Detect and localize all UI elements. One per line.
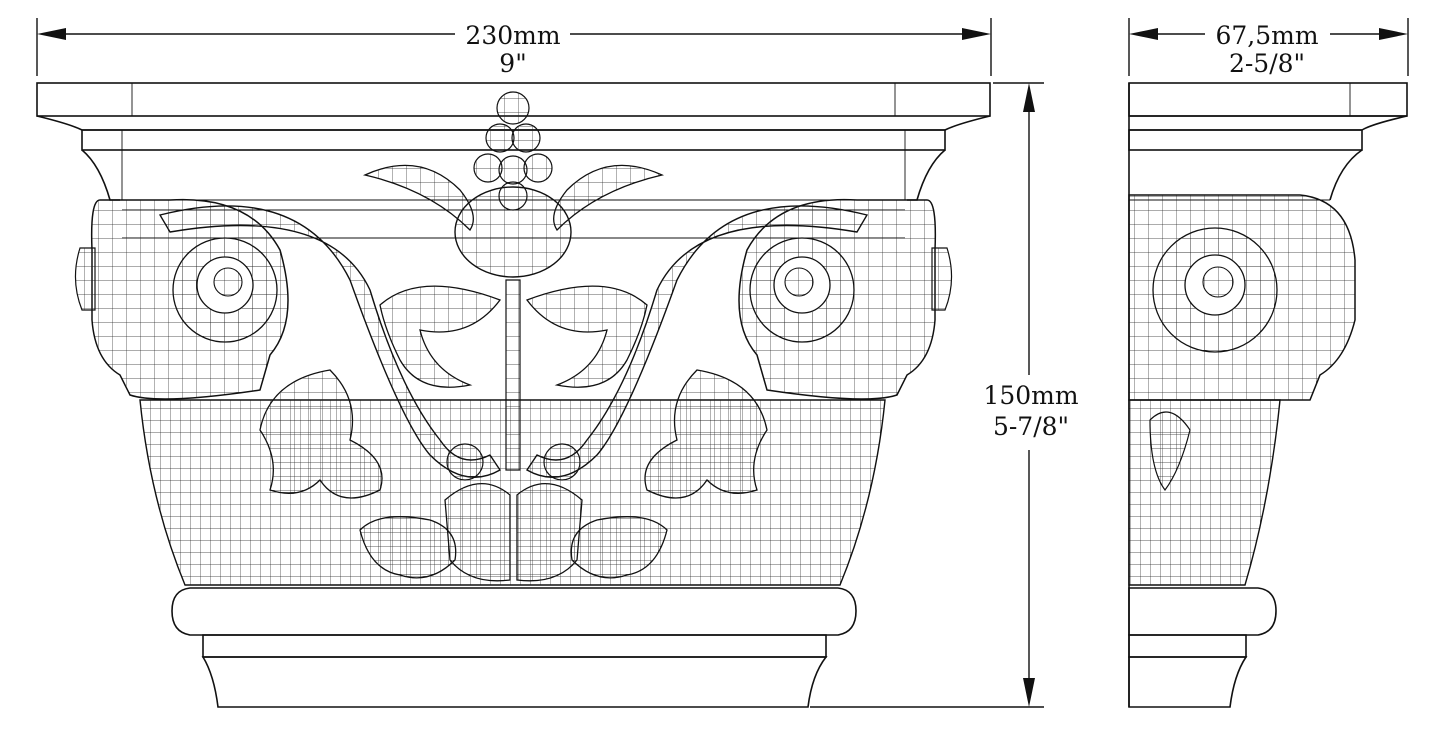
right-volute bbox=[738, 198, 953, 400]
front-view bbox=[36, 82, 991, 708]
side-view bbox=[1128, 82, 1408, 708]
acanthus-leaves bbox=[259, 369, 768, 582]
left-scroll-stem bbox=[158, 205, 501, 478]
central-fleuron bbox=[362, 91, 665, 471]
base-block bbox=[201, 656, 828, 708]
width-dimension: 230mm 9" bbox=[36, 18, 992, 78]
right-scroll-stem bbox=[526, 205, 869, 478]
depth-dimension: 67,5mm 2-5/8" bbox=[1128, 18, 1409, 78]
depth-imperial-label: 2-5/8" bbox=[1229, 49, 1305, 78]
height-imperial-label: 5-7/8" bbox=[993, 412, 1069, 441]
left-volute bbox=[74, 198, 289, 400]
height-metric-label: 150mm bbox=[983, 381, 1078, 410]
width-metric-label: 230mm bbox=[465, 21, 560, 50]
depth-metric-label: 67,5mm bbox=[1215, 21, 1318, 50]
width-imperial-label: 9" bbox=[499, 49, 526, 78]
astragal-ring bbox=[171, 587, 857, 636]
height-dimension: 150mm 5-7/8" bbox=[810, 82, 1079, 708]
